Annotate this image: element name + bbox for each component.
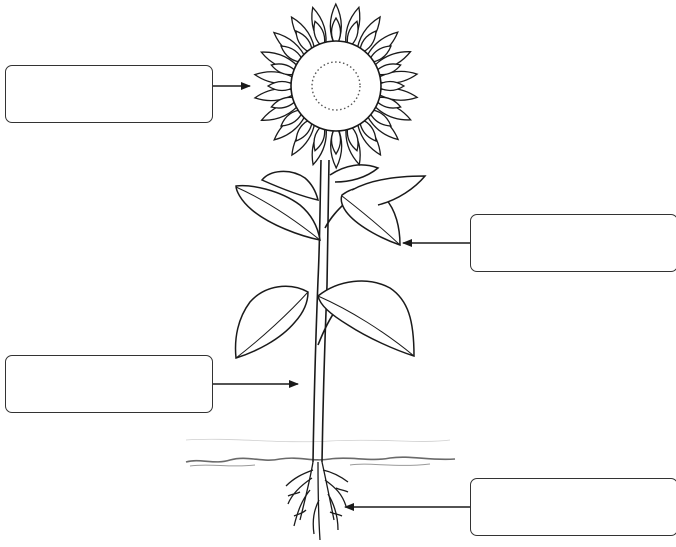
petal xyxy=(295,117,314,142)
petal xyxy=(367,108,392,127)
petal xyxy=(372,96,402,109)
petal xyxy=(358,117,377,142)
root-label-box[interactable] xyxy=(470,478,676,536)
leaf-upper-right xyxy=(329,164,427,247)
petal xyxy=(266,80,298,92)
petal xyxy=(313,20,326,50)
ground-line xyxy=(185,438,456,467)
roots xyxy=(285,461,349,541)
petal xyxy=(280,45,305,64)
petal xyxy=(374,80,406,92)
leaf-lower-left xyxy=(234,285,309,359)
petal xyxy=(367,45,392,64)
flower-center xyxy=(290,40,382,132)
leaf-upper-left xyxy=(235,170,321,241)
petal xyxy=(270,63,300,76)
petal xyxy=(330,124,342,156)
petal xyxy=(270,96,300,109)
flower-label-box[interactable] xyxy=(5,65,213,123)
petal xyxy=(346,20,359,50)
petal xyxy=(280,108,305,127)
petal xyxy=(358,30,377,55)
petal xyxy=(346,122,359,152)
petal xyxy=(313,122,326,152)
petal xyxy=(372,63,402,76)
leaf-label-box[interactable] xyxy=(470,214,676,272)
leaf-lower-right xyxy=(317,280,415,358)
petal xyxy=(330,16,342,48)
stem-label-box[interactable] xyxy=(5,355,213,413)
petal xyxy=(295,30,314,55)
flower-petals xyxy=(253,2,419,170)
